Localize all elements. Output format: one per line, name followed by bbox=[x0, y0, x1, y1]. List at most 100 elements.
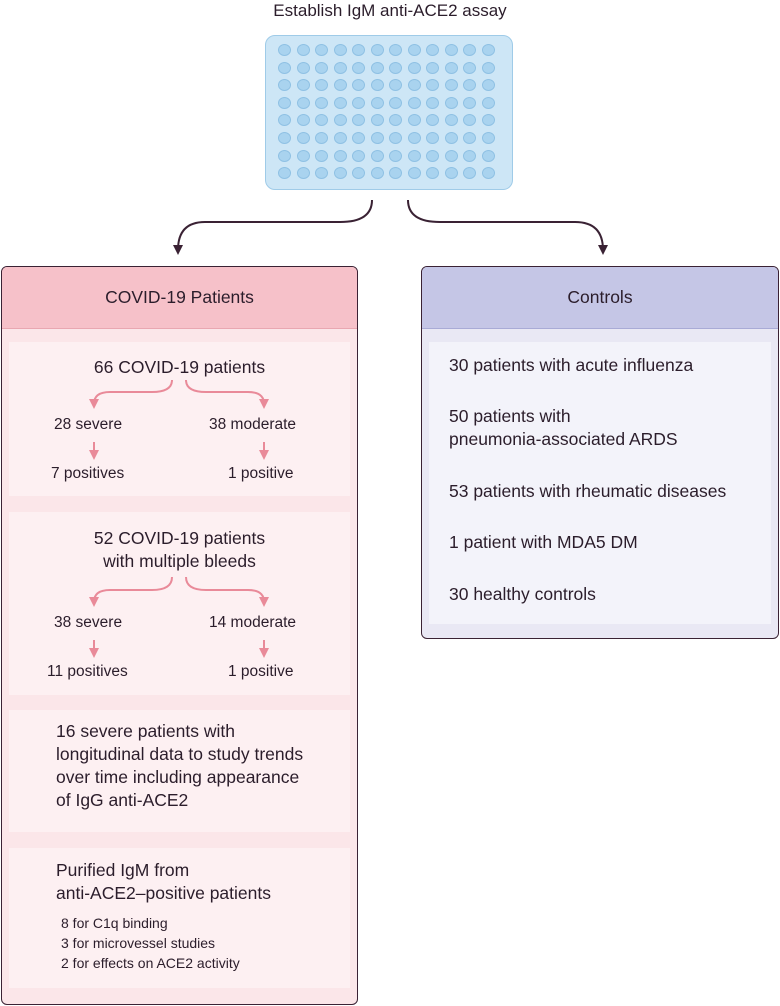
plate-well bbox=[444, 44, 458, 56]
plate-well bbox=[333, 44, 347, 56]
plate-well bbox=[389, 149, 402, 162]
plate-well bbox=[463, 79, 476, 92]
plate-well bbox=[389, 132, 402, 144]
plate-well bbox=[463, 114, 476, 127]
covid-section-16: 16 severe patients with longitudinal dat… bbox=[9, 710, 350, 832]
plate-well bbox=[463, 167, 476, 180]
plate-well bbox=[315, 114, 328, 127]
text-line: Purified IgM from bbox=[56, 860, 190, 880]
plate-well bbox=[444, 132, 458, 144]
plate-well bbox=[352, 132, 365, 144]
plate-well bbox=[481, 61, 495, 74]
plate-well bbox=[333, 167, 347, 180]
plate-well bbox=[407, 167, 421, 180]
plate-well bbox=[278, 96, 291, 109]
plate-well bbox=[426, 167, 439, 180]
plate-well bbox=[444, 96, 458, 109]
plate-well bbox=[481, 167, 495, 180]
plate-well bbox=[352, 114, 365, 127]
plate-well bbox=[333, 132, 347, 144]
plate-well bbox=[278, 132, 291, 144]
plate-well bbox=[426, 114, 439, 127]
plate-well bbox=[426, 44, 439, 56]
plate-well bbox=[389, 114, 402, 127]
plate-well bbox=[278, 114, 291, 127]
plate-well bbox=[407, 132, 421, 144]
pink-arrow bbox=[89, 379, 173, 409]
plate-well bbox=[389, 167, 402, 180]
control-item: 30 healthy controls bbox=[449, 584, 596, 604]
plate-well bbox=[444, 167, 458, 180]
plate-well bbox=[333, 96, 347, 109]
plate-well bbox=[333, 79, 347, 92]
pink-arrow bbox=[89, 576, 173, 607]
controls-panel-header: Controls bbox=[422, 267, 778, 329]
sub-item: 2 for effects on ACE2 activity bbox=[61, 955, 240, 971]
text-line: longitudinal data to study trends bbox=[56, 744, 304, 764]
plate-well bbox=[296, 96, 310, 109]
plate-well bbox=[426, 96, 439, 109]
plate-well bbox=[370, 61, 384, 74]
plate-well bbox=[296, 114, 310, 127]
plate-well bbox=[463, 149, 476, 162]
plate-well bbox=[352, 96, 365, 109]
plate-well bbox=[315, 132, 328, 144]
severe-result-label: 7 positives bbox=[51, 465, 125, 482]
plate-well bbox=[389, 79, 402, 92]
plate-well bbox=[426, 79, 439, 92]
plate-well bbox=[315, 79, 328, 92]
plate-well bbox=[444, 61, 458, 74]
plate-well bbox=[370, 79, 384, 92]
pink-arrow bbox=[185, 576, 269, 607]
arrow-to-covid bbox=[173, 199, 373, 255]
severe-group-label: 28 severe bbox=[54, 416, 123, 433]
control-item: 50 patients with bbox=[449, 406, 571, 426]
microplate-icon bbox=[265, 35, 513, 190]
sub-item: 8 for C1q binding bbox=[61, 915, 168, 931]
plate-well bbox=[481, 114, 495, 127]
control-item: 1 patient with MDA5 DM bbox=[449, 532, 638, 552]
severe-result-label: 11 positives bbox=[47, 663, 128, 680]
plate-well bbox=[315, 61, 328, 74]
sub-item: 3 for microvessel studies bbox=[61, 935, 216, 951]
plate-well bbox=[278, 44, 291, 56]
plate-well bbox=[296, 44, 310, 56]
covid-section-purified: Purified IgM from anti-ACE2–positive pat… bbox=[9, 848, 350, 988]
plate-well bbox=[407, 79, 421, 92]
text-line: of IgG anti-ACE2 bbox=[56, 790, 189, 810]
moderate-result-label: 1 positive bbox=[228, 465, 294, 482]
plate-well bbox=[278, 167, 291, 180]
plate-well bbox=[481, 132, 495, 144]
plate-well bbox=[389, 96, 402, 109]
plate-well bbox=[407, 149, 421, 162]
section-title-line1: 52 COVID-19 patients bbox=[93, 528, 266, 548]
plate-well bbox=[463, 61, 476, 74]
plate-well bbox=[481, 79, 495, 92]
moderate-result-label: 1 positive bbox=[228, 663, 294, 680]
plate-well bbox=[370, 167, 384, 180]
plate-well bbox=[352, 61, 365, 74]
moderate-group-label: 14 moderate bbox=[209, 614, 297, 631]
plate-well bbox=[426, 61, 439, 74]
plate-well bbox=[333, 61, 347, 74]
plate-well bbox=[444, 149, 458, 162]
covid-patients-panel: COVID-19 Patients 66 COVID-19 patients 2… bbox=[1, 266, 358, 1005]
plate-well bbox=[463, 96, 476, 109]
pink-arrow bbox=[185, 379, 269, 409]
text-line: over time including appearance bbox=[56, 767, 300, 787]
plate-well bbox=[315, 149, 328, 162]
plate-well bbox=[426, 149, 439, 162]
plate-well bbox=[370, 44, 384, 56]
plate-well bbox=[333, 149, 347, 162]
plate-well bbox=[463, 44, 476, 56]
plate-well bbox=[370, 132, 384, 144]
covid-section-52: 52 COVID-19 patients with multiple bleed… bbox=[9, 512, 350, 695]
plate-well bbox=[370, 96, 384, 109]
plate-well bbox=[444, 114, 458, 127]
severe-group-label: 38 severe bbox=[54, 614, 123, 631]
plate-well bbox=[370, 149, 384, 162]
control-item: 30 patients with acute influenza bbox=[449, 355, 694, 375]
plate-well bbox=[352, 149, 365, 162]
plate-well bbox=[333, 114, 347, 127]
